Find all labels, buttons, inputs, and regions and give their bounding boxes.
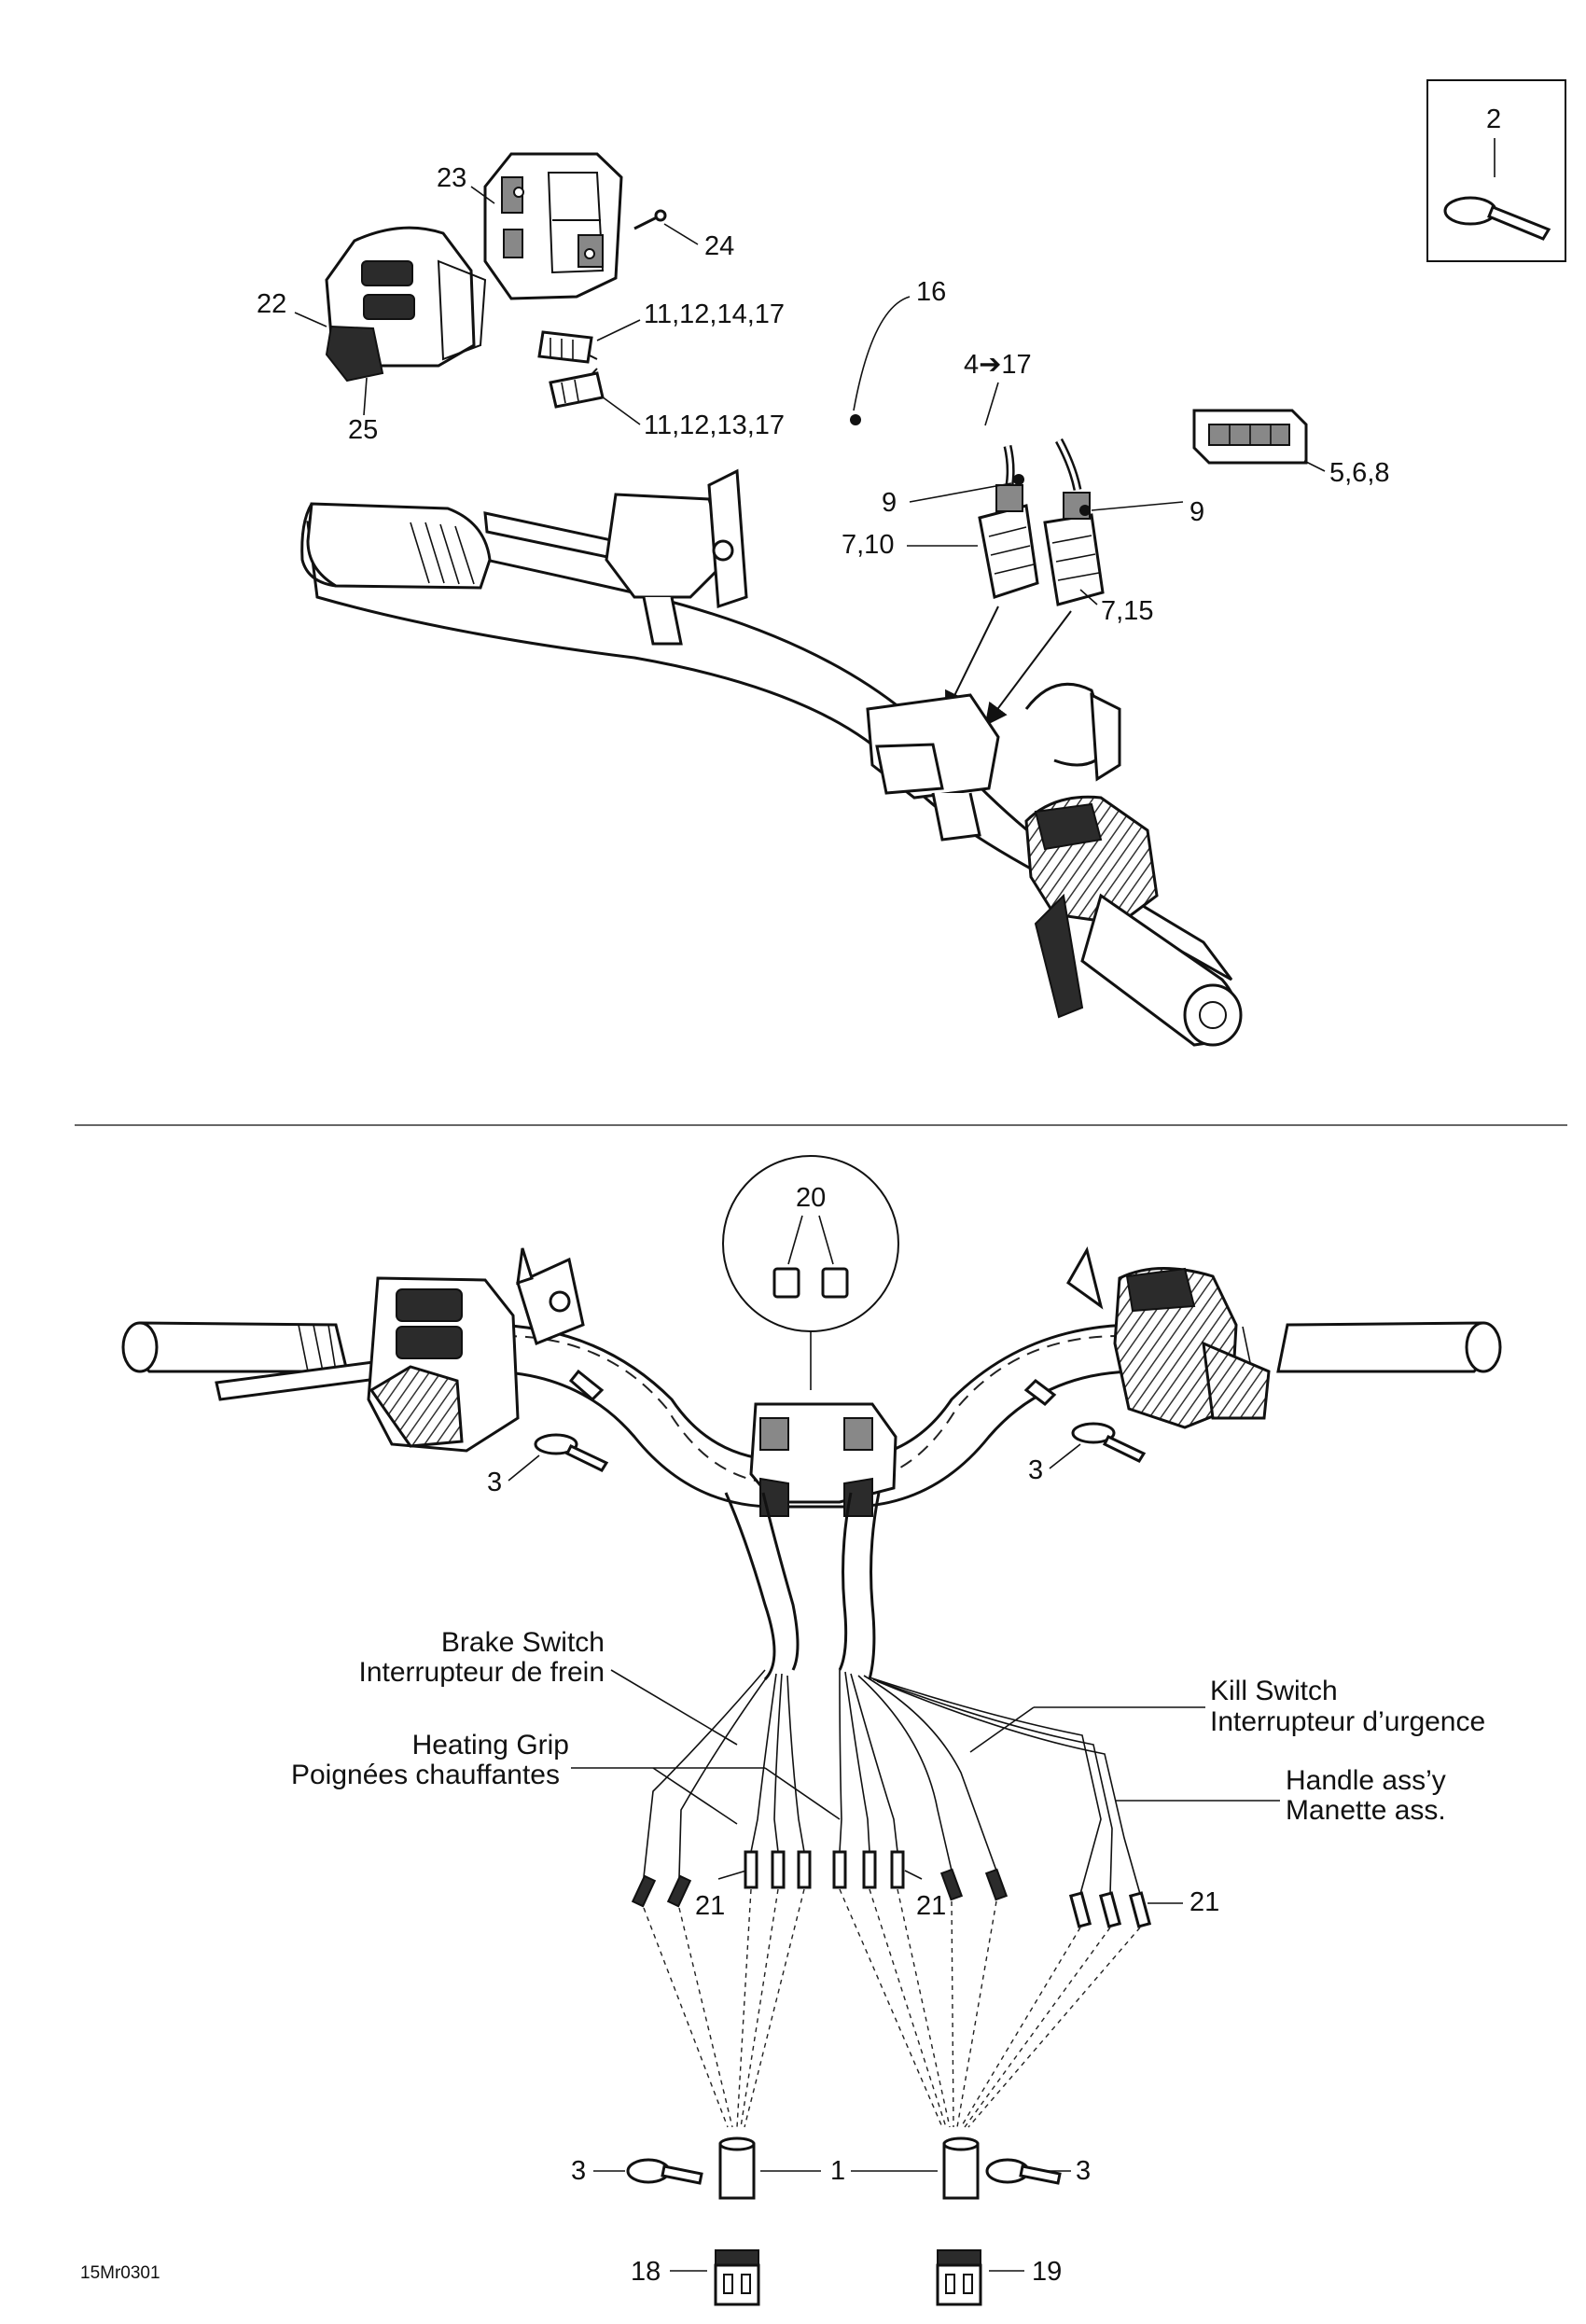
label-23: 23	[437, 163, 466, 193]
tie-wrap-3-right	[1071, 1422, 1147, 1463]
bottom-harness-left	[724, 1492, 800, 1681]
callout-heating-grip: Heating Grip Poignées chauffantes	[291, 1730, 841, 1825]
brake-switch-en: Brake Switch	[441, 1627, 605, 1658]
label-24: 24	[704, 231, 734, 261]
connector-11-12-13-17	[549, 371, 605, 409]
label-11-12-14-17: 11,12,14,17	[644, 299, 785, 329]
label-5-6-8: 5,6,8	[1329, 458, 1390, 488]
switch-housing-cover	[483, 152, 623, 300]
clip-20-right	[821, 1267, 849, 1299]
label-22: 22	[257, 289, 286, 319]
top-handlebar	[300, 468, 1243, 1047]
label-18: 18	[631, 2257, 661, 2287]
hose-clamp-9-right	[1079, 505, 1091, 516]
callout-handle-assy: Handle ass’y Manette ass.	[1116, 1765, 1446, 1826]
tie-wrap-3-left	[534, 1433, 609, 1472]
top-wiring-harness	[568, 344, 1197, 491]
handle-assy-fr: Manette ass.	[1286, 1795, 1446, 1826]
label-3-bottom-right: 3	[1076, 2156, 1091, 2186]
terminals	[631, 1850, 1152, 1928]
label-25: 25	[348, 415, 378, 445]
label-7-15: 7,15	[1101, 596, 1153, 626]
label-11-12-13-17: 11,12,13,17	[644, 411, 785, 440]
callout-kill-switch: Kill Switch Interrupteur d’urgence	[969, 1676, 1485, 1753]
main-connector-5-6-8	[1192, 409, 1308, 465]
tie-wrap-inset: 2	[1426, 79, 1566, 262]
heating-grip-fr: Poignées chauffantes	[291, 1760, 560, 1790]
sleeve-1-right	[942, 2136, 980, 2200]
handle-assy-en: Handle ass’y	[1286, 1765, 1446, 1796]
label-1: 1	[830, 2156, 845, 2186]
left-switch-housing	[325, 226, 487, 383]
label-2: 2	[1486, 104, 1501, 134]
figure-code: 15Mr0301	[80, 2263, 160, 2283]
label-21-a: 21	[695, 1891, 725, 1921]
tie-wrap-icon	[1443, 196, 1497, 226]
wire-leads	[643, 1669, 1141, 1895]
label-7-10: 7,10	[842, 530, 894, 560]
label-3-bottom-left: 3	[571, 2156, 586, 2186]
kill-switch-fr: Interrupteur d’urgence	[1210, 1706, 1485, 1737]
label-20: 20	[796, 1183, 826, 1213]
screw-24	[633, 209, 667, 230]
label-19: 19	[1032, 2257, 1062, 2287]
brake-switch-fr: Interrupteur de frein	[359, 1657, 605, 1688]
label-21-c: 21	[1190, 1887, 1219, 1917]
connector-11-12-14-17	[537, 330, 593, 364]
connector-housing-19	[936, 2249, 982, 2306]
label-16: 16	[916, 277, 946, 307]
label-4-to-17: 4➔17	[964, 350, 1032, 380]
callout-brake-switch: Brake Switch Interrupteur de frein	[359, 1627, 738, 1746]
heating-grip-en: Heating Grip	[412, 1730, 569, 1760]
label-9-left: 9	[882, 488, 897, 518]
terminal-connector-7-10	[978, 484, 1039, 599]
label-21-b: 21	[916, 1891, 946, 1921]
hose-clamp-9-left	[1013, 474, 1024, 485]
connector-housing-18	[714, 2249, 760, 2306]
label-9-right: 9	[1190, 497, 1204, 527]
bottom-harness-right	[838, 1492, 881, 1680]
detail-circle-20: 20	[722, 1155, 899, 1390]
tie-wrap-3-bottom-left	[626, 2158, 703, 2185]
label-3-right: 3	[1028, 1455, 1043, 1485]
sleeve-1-left	[718, 2136, 756, 2200]
kill-switch-en: Kill Switch	[1210, 1676, 1338, 1706]
dashed-routing	[643, 1888, 1141, 2128]
bottom-handlebar	[121, 1246, 1502, 1517]
clip-20-left	[772, 1267, 800, 1299]
label-3-left: 3	[487, 1468, 502, 1497]
